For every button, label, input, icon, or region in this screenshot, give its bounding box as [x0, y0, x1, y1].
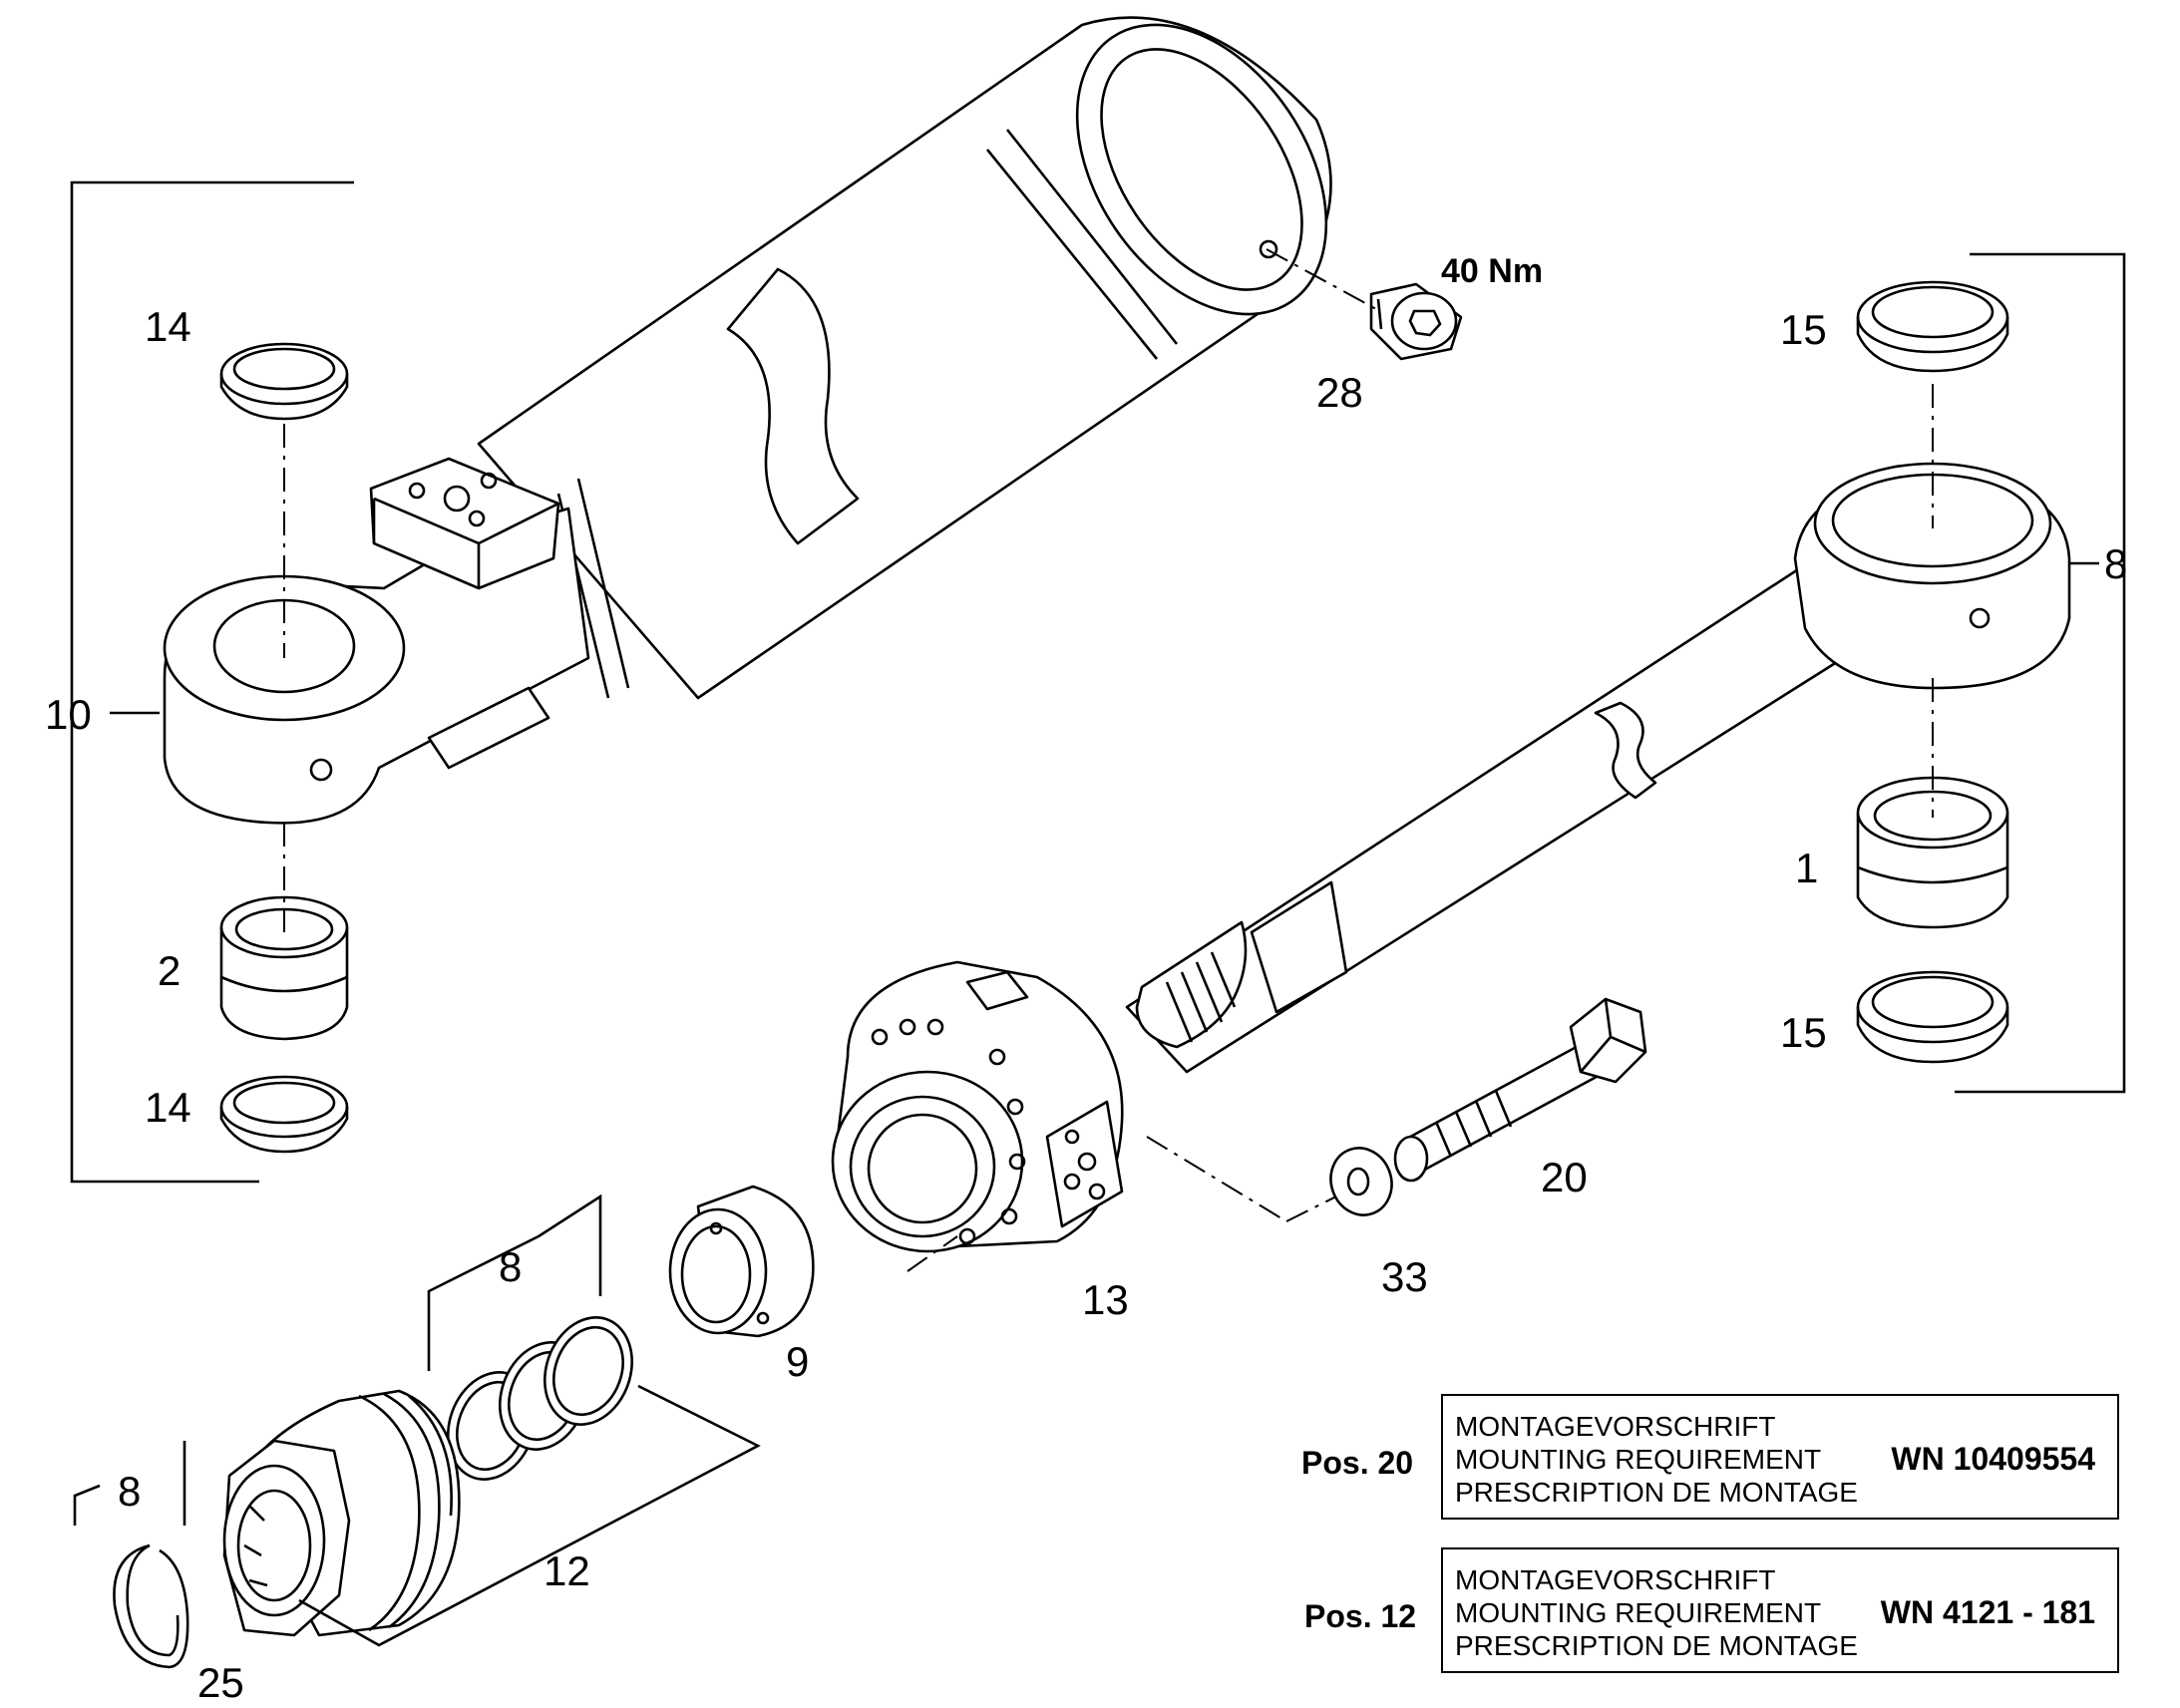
callout-15-top: 15: [1780, 306, 1827, 353]
callout-1: 1: [1795, 845, 1818, 891]
callout-2: 2: [158, 947, 181, 994]
callout-9: 9: [786, 1338, 809, 1385]
callout-20: 20: [1541, 1154, 1588, 1200]
note-line: PRESCRIPTION DE MONTAGE: [1455, 1477, 1858, 1508]
center-lines: [283, 248, 1934, 1272]
bushing-2: [219, 895, 349, 1041]
note-line: PRESCRIPTION DE MONTAGE: [1455, 1630, 1858, 1661]
cylinder-head-eye: [163, 457, 590, 825]
bolt-20: [1393, 997, 1647, 1183]
mounting-note-pos-20: MONTAGEVORSCHRIFT MOUNTING REQUIREMENT P…: [1441, 1394, 2119, 1520]
piston-12: [222, 1389, 461, 1637]
snap-ring-25: [113, 1543, 189, 1669]
note-line: MONTAGEVORSCHRIFT: [1455, 1564, 1776, 1595]
note-pos-12-label: Pos. 12: [1304, 1598, 1417, 1634]
callout-33: 33: [1381, 1253, 1428, 1300]
note-standard-number: WN 10409554: [1891, 1441, 2095, 1477]
seal-rings-8: [446, 1316, 634, 1481]
callout-13: 13: [1082, 1276, 1129, 1323]
bearing-ring-15-bottom: [1856, 970, 2009, 1064]
cylinder-guide-13: [831, 960, 1124, 1253]
callout-8-ring: 8: [118, 1468, 141, 1515]
callout-8-seals: 8: [499, 1243, 522, 1290]
mounting-note-pos-12: MONTAGEVORSCHRIFT MOUNTING REQUIREMENT P…: [1441, 1547, 2119, 1673]
note-pos-20-label: Pos. 20: [1301, 1445, 1414, 1481]
callout-12: 12: [544, 1547, 590, 1594]
callout-10: 10: [45, 691, 92, 738]
note-standard-number: WN 4121 - 181: [1880, 1594, 2095, 1630]
cylinder-barrel: [477, 16, 1332, 700]
group-brackets: [70, 180, 2126, 1647]
bushing-9: [668, 1185, 815, 1338]
callout-14-bottom: 14: [145, 1084, 191, 1131]
note-line: MOUNTING REQUIREMENT: [1455, 1597, 1822, 1628]
bearing-ring-14-bottom: [219, 1075, 349, 1154]
torque-label: 40 Nm: [1441, 252, 1543, 290]
bearing-ring-15-top: [1856, 280, 2009, 373]
washer-33: [1329, 1147, 1393, 1216]
note-line: MOUNTING REQUIREMENT: [1455, 1444, 1822, 1475]
callout-14-top: 14: [145, 303, 191, 350]
bushing-1: [1856, 776, 2009, 929]
note-line: MONTAGEVORSCHRIFT: [1455, 1411, 1776, 1442]
bearing-ring-14-top: [219, 342, 349, 421]
callout-labels: 40 Nm 28 14 10 2 14 15 8 1 15 20 33 13 9…: [45, 252, 2127, 1706]
screw-plug-28: [1369, 282, 1463, 361]
callout-28: 28: [1316, 369, 1363, 416]
callout-8-right: 8: [2104, 540, 2127, 587]
callout-25: 25: [197, 1659, 244, 1706]
callout-15-bottom: 15: [1780, 1009, 1827, 1056]
piston-rod: [1125, 462, 2071, 1074]
